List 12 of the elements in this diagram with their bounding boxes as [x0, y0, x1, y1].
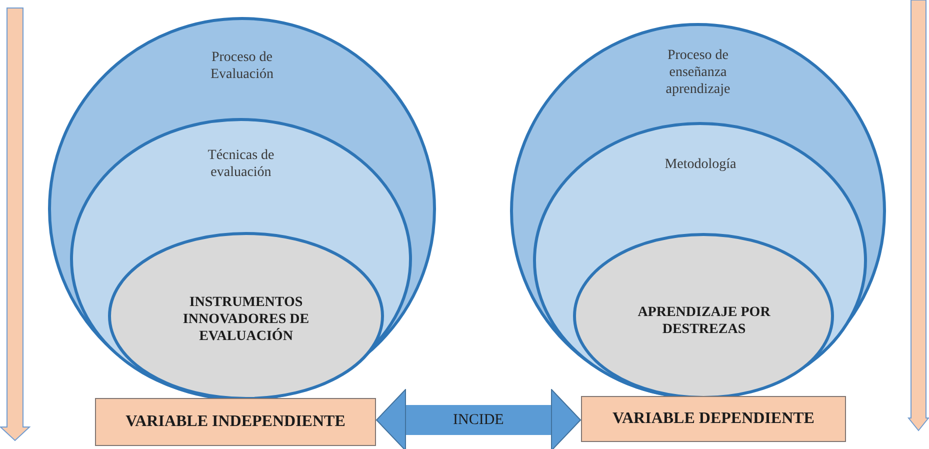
variable-label: VARIABLE DEPENDIENTE	[612, 410, 814, 428]
edge-label: INCIDE	[453, 412, 504, 428]
variable-label: VARIABLE INDEPENDIENTE	[126, 413, 346, 431]
variable-box	[95, 398, 376, 446]
concept-label: Metodología	[664, 157, 737, 174]
variable-box	[581, 396, 846, 442]
concept-label: APRENDIZAJE POR DESTREZAS	[637, 305, 771, 339]
concept-label: Proceso de Evaluación	[210, 50, 274, 84]
concept-label: Proceso de enseñanza aprendizaje	[665, 48, 731, 98]
concept-label: Técnicas de evaluación	[207, 148, 275, 182]
double-arrow	[376, 389, 581, 449]
concept-label: INSTRUMENTOS INNOVADORES DE EVALUACIÓN	[182, 295, 310, 346]
